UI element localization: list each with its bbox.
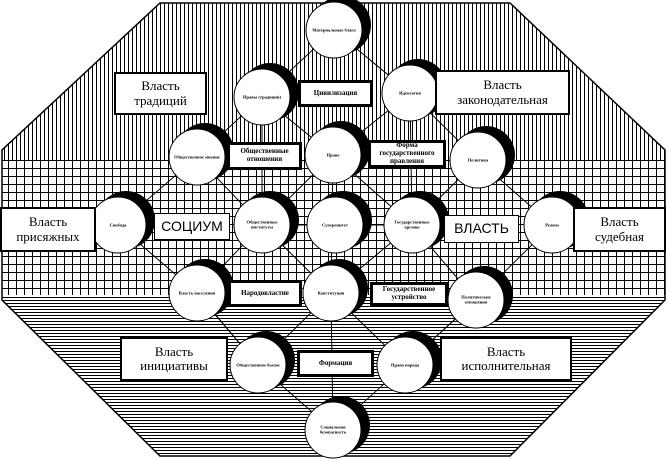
- node-label: Социальная безопасность: [319, 424, 347, 435]
- node-circle: [233, 68, 291, 126]
- node-label: Свобода: [109, 222, 127, 228]
- node-label: Нравы (традиции): [243, 94, 281, 100]
- node-label: Власть населения: [178, 290, 216, 296]
- node-circle: [168, 264, 226, 322]
- node-label: Государственные органы: [394, 219, 430, 230]
- node-label: Конституция: [317, 290, 345, 296]
- box-democracy: Народовластие: [228, 280, 302, 307]
- node-circle: [304, 401, 362, 459]
- node-label: Идеология: [399, 90, 421, 96]
- node-circle: [376, 336, 434, 394]
- box-initiative: Власть инициативы: [120, 337, 228, 381]
- box-legislative: Власть законодательная: [435, 70, 570, 115]
- node-circle: [383, 196, 441, 254]
- node-label: Право народа: [390, 362, 420, 368]
- node-circle: [168, 128, 226, 186]
- node-label: Общественные институты: [246, 219, 278, 230]
- node-label: Политика: [467, 157, 489, 163]
- node-label: Суверенитет: [322, 222, 348, 228]
- node-label: Материальные блага: [312, 27, 356, 33]
- box-social-relations: Общественные отношения: [227, 142, 302, 170]
- box-formation: Формация: [297, 350, 374, 377]
- box-civilization: Цивилизация: [298, 80, 373, 107]
- node-label: Политические отношения: [461, 294, 491, 305]
- node-circle: [302, 264, 360, 322]
- node-circle: [229, 336, 287, 394]
- node-label: Режим: [545, 222, 559, 228]
- box-government-form: Форма государственного правления: [368, 140, 446, 168]
- node-circle: [304, 126, 362, 184]
- box-state-structure: Государственное устройство: [370, 282, 448, 306]
- box-judicial: Власть судебная: [573, 207, 666, 252]
- node-label: Общественное бытие: [236, 362, 280, 368]
- node-circle: [306, 196, 364, 254]
- box-executive: Власть исполнительная: [440, 337, 572, 381]
- node-label: Общественное мнение: [174, 154, 220, 160]
- node-label: Право: [326, 152, 340, 158]
- box-jury: Власть присяжных: [0, 207, 96, 252]
- node-circle: [305, 1, 363, 59]
- box-society: СОЦИУМ: [154, 213, 230, 240]
- node-circle: [233, 196, 291, 254]
- box-power: ВЛАСТЬ: [444, 215, 519, 243]
- node-circle: [447, 271, 505, 329]
- box-tradition: Власть традиций: [114, 72, 207, 115]
- node-circle: [449, 131, 507, 189]
